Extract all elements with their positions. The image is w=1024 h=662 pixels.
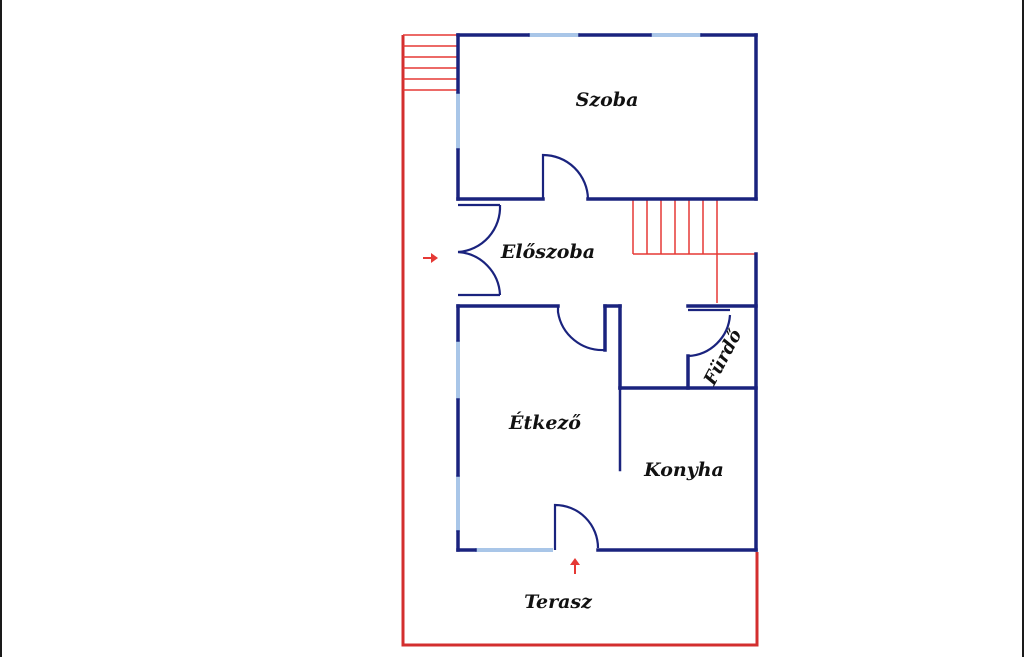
room-label-etkezo: Étkező [508,411,581,434]
door-swing-icon [553,503,600,550]
room-label-konyha: Konyha [643,459,724,481]
room-label-szoba: Szoba [576,89,639,111]
room-label-terasz: Terasz [524,591,593,613]
door-swing-icon [457,203,502,297]
door-swing-icon [687,308,732,358]
windows [456,33,702,552]
room-label-eloszoba: Előszoba [500,241,595,263]
door-swing-icon [556,306,606,352]
entrance-arrow-icon [423,253,438,263]
entrance-arrow-icon [570,558,580,574]
staircase-icon [632,199,756,303]
terrace-outline [401,35,759,647]
terrace-boundary [401,35,759,647]
door-swing-icon [541,153,590,200]
image-border-left [0,0,2,657]
staircase-icon [403,34,458,91]
walls [456,33,758,552]
image-border-right [1022,0,1024,657]
room-label-furdo: Fürdő [699,326,746,389]
